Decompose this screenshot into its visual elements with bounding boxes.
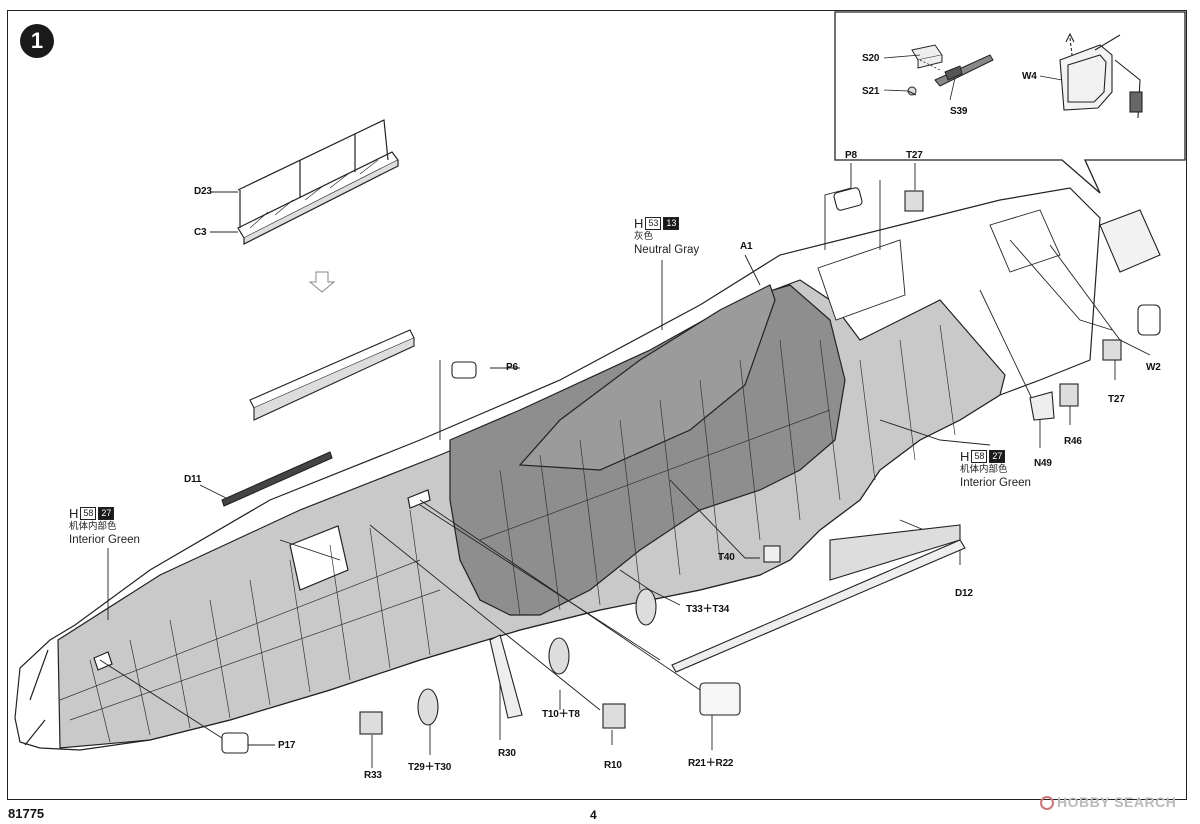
paint-brand-letter: H — [634, 216, 644, 231]
paint-brand-letter: H — [960, 449, 970, 464]
part-label-p6: P6 — [506, 362, 518, 373]
detail-inset — [834, 11, 1186, 194]
watermark: HOBBY SEARCH — [1040, 794, 1176, 810]
part-label-d23: D23 — [194, 186, 212, 197]
part-label-d12: D12 — [955, 588, 973, 599]
paint-callout-interior-green-left: H 58 27 机体内部色 Interior Green — [69, 506, 140, 547]
part-label-t27-side: T27 — [1108, 394, 1125, 405]
part-label-r33: R33 — [364, 770, 382, 781]
part-label-c3: C3 — [194, 227, 207, 238]
paint-name-cn: 机体内部色 — [69, 521, 117, 532]
watermark-logo-icon — [1040, 796, 1054, 810]
paint-callout-interior-green-right: H 58 27 机体内部色 Interior Green — [960, 449, 1031, 490]
part-label-p8: P8 — [845, 150, 857, 161]
paint-code-alt: 27 — [989, 450, 1006, 463]
paint-code: 53 — [645, 217, 662, 230]
paint-name-en: Interior Green — [69, 534, 140, 546]
part-label-w4: W4 — [1022, 71, 1037, 82]
watermark-text: HOBBY SEARCH — [1057, 794, 1177, 810]
paint-code-alt: 13 — [663, 217, 680, 230]
frame-rail-part — [210, 119, 399, 245]
paint-code: 58 — [971, 450, 988, 463]
part-label-s21: S21 — [862, 86, 880, 97]
part-label-r21-r22: R21＋R22 — [688, 758, 734, 769]
paint-code-alt: 27 — [98, 507, 115, 520]
paint-name-en: Interior Green — [960, 477, 1031, 489]
part-label-t27-top: T27 — [906, 150, 923, 161]
step-number-badge: 1 — [20, 24, 54, 58]
part-label-t29-t30: T29＋T30 — [408, 762, 452, 773]
part-label-a1: A1 — [740, 241, 753, 252]
inset-window-w4 — [1059, 32, 1143, 119]
paint-code: 58 — [80, 507, 97, 520]
part-label-t33-t34: T33＋T34 — [686, 604, 730, 615]
inset-clip-s21 — [907, 86, 917, 96]
paint-name-cn: 机体内部色 — [960, 464, 1008, 475]
leader-lines — [99, 163, 1151, 768]
small-parts — [221, 187, 1161, 754]
part-label-t40: T40 — [718, 552, 735, 563]
page-number: 4 — [590, 808, 597, 822]
part-label-d11: D11 — [184, 474, 202, 485]
part-label-s39: S39 — [950, 106, 968, 117]
kit-number: 81775 — [8, 806, 45, 821]
down-arrow-icon — [308, 271, 336, 293]
paint-name-en: Neutral Gray — [634, 244, 700, 256]
inset-bracket-s20 — [911, 44, 943, 69]
paint-callout-neutral-gray: H 53 13 灰色 Neutral Gray — [634, 216, 699, 257]
part-label-s20: S20 — [862, 53, 880, 64]
fuselage-half — [14, 187, 1101, 751]
inset-gun-s39 — [934, 54, 994, 87]
part-label-r30: R30 — [498, 748, 516, 759]
part-label-n49: N49 — [1034, 458, 1052, 469]
part-label-r10: R10 — [604, 760, 622, 771]
part-label-p17: P17 — [278, 740, 296, 751]
part-label-t10-t8: T10＋T8 — [542, 709, 580, 720]
page-border — [7, 10, 1187, 800]
paint-name-cn: 灰色 — [634, 231, 654, 242]
part-label-r46: R46 — [1064, 436, 1082, 447]
part-label-w2: W2 — [1146, 362, 1161, 373]
paint-brand-letter: H — [69, 506, 79, 521]
